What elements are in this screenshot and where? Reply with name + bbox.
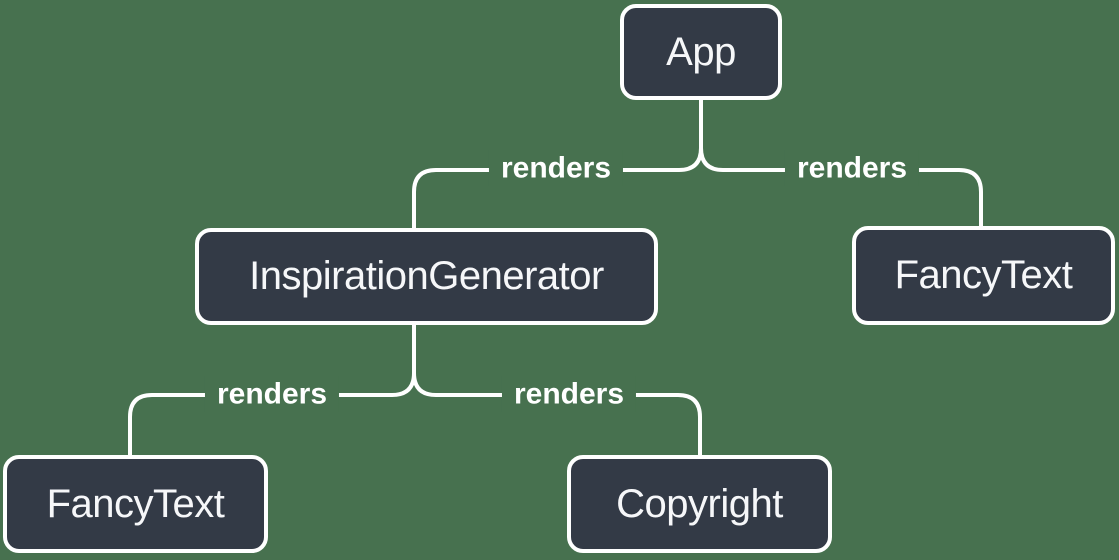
node-copyright-label: Copyright xyxy=(616,481,783,526)
node-fancy-text-right: FancyText xyxy=(852,226,1115,325)
node-fancy-text-right-label: FancyText xyxy=(894,253,1073,297)
edge-label-app-fancytext: renders xyxy=(784,149,920,187)
node-inspiration-generator: InspirationGenerator xyxy=(195,228,658,325)
edge-label-inspirationgenerator-fancytext: renders xyxy=(204,375,340,413)
node-copyright: Copyright xyxy=(567,455,832,553)
node-app: App xyxy=(620,4,782,100)
edge-label-app-inspirationgenerator: renders xyxy=(488,149,624,187)
node-fancy-text-left: FancyText xyxy=(3,455,268,553)
node-app-label: App xyxy=(666,29,736,74)
node-inspiration-generator-label: InspirationGenerator xyxy=(249,254,604,298)
edge-label-inspirationgenerator-copyright: renders xyxy=(501,375,637,413)
node-fancy-text-left-label: FancyText xyxy=(46,481,225,526)
